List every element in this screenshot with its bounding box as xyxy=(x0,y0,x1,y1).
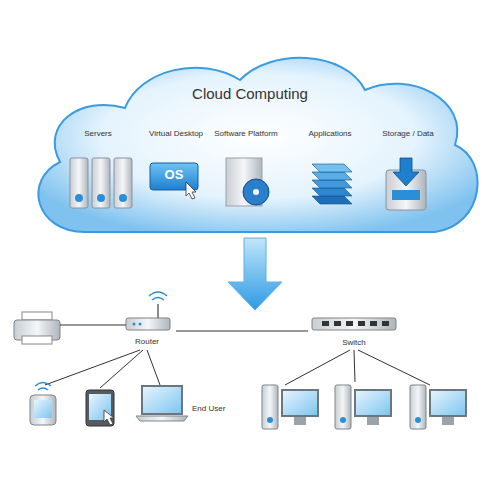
server-tower xyxy=(70,158,88,208)
switch-port xyxy=(382,321,389,326)
switch-port xyxy=(346,321,353,326)
pc-stand xyxy=(294,417,306,425)
server-tower xyxy=(114,158,132,208)
desktop-computer xyxy=(262,385,318,429)
pc-monitor xyxy=(355,390,391,416)
node-label: Switch xyxy=(308,339,400,348)
wire xyxy=(147,350,160,385)
network-wires xyxy=(45,325,430,388)
wire xyxy=(285,350,350,385)
server-tower xyxy=(92,158,110,208)
pc-tower xyxy=(335,385,351,429)
pc-light xyxy=(340,417,346,423)
down-arrow xyxy=(228,238,282,310)
wifi-waves xyxy=(149,292,167,300)
switch-node: Switch xyxy=(308,312,400,350)
pc-light xyxy=(267,417,273,423)
server-light xyxy=(119,194,127,202)
desktop-computer xyxy=(335,385,391,429)
wire xyxy=(354,350,355,382)
switch-port xyxy=(334,321,341,326)
router-icon xyxy=(126,292,170,330)
wire xyxy=(60,325,126,326)
pc-monitor xyxy=(430,390,466,416)
storage-slot xyxy=(392,190,420,200)
cloud-shape: Cloud ComputingServersVirtual DesktopOSS… xyxy=(15,40,485,240)
cd-hole xyxy=(253,189,259,195)
node-label: Router xyxy=(118,338,176,347)
phone-icon xyxy=(30,383,56,426)
cd-disc xyxy=(243,179,269,205)
os-text: OS xyxy=(150,168,198,182)
cloud-service: Software Platform xyxy=(210,130,282,212)
switch-port xyxy=(358,321,365,326)
switch-port xyxy=(370,321,377,326)
router-antenna xyxy=(157,304,159,318)
pc-monitor xyxy=(282,390,318,416)
applications-icon xyxy=(312,164,352,204)
tablet-body xyxy=(86,390,114,426)
laptop-icon xyxy=(136,386,188,421)
desktop-computer xyxy=(410,385,466,429)
cloud-service: Virtual DesktopOS xyxy=(140,130,212,212)
server-light xyxy=(97,194,105,202)
wire xyxy=(100,350,143,388)
node-label: Virtual Desktop xyxy=(140,130,212,139)
pc-light xyxy=(415,417,421,423)
os-screen xyxy=(150,163,198,190)
switch-icon xyxy=(312,318,396,330)
switch-body xyxy=(312,318,396,330)
laptop-screen xyxy=(142,386,182,414)
cloud-service: Servers xyxy=(62,130,134,212)
printer-paper xyxy=(22,312,52,320)
end-user-label: End User xyxy=(192,405,242,414)
router-body xyxy=(126,318,170,330)
node-label: Servers xyxy=(62,130,134,139)
hand-cursor xyxy=(104,410,114,425)
pc-stand xyxy=(442,417,454,425)
pc-tower xyxy=(410,385,426,429)
cloud-service: Storage / Data xyxy=(372,130,444,212)
switch-port xyxy=(322,321,329,326)
phone-screen xyxy=(34,400,52,418)
node-label: Storage / Data xyxy=(372,130,444,139)
cloud-outline xyxy=(38,58,477,232)
wire xyxy=(358,350,430,385)
cloud-service: Applications xyxy=(294,130,366,212)
pc-tower xyxy=(262,385,278,429)
server-light xyxy=(75,194,83,202)
cloud-title: Cloud Computing xyxy=(150,86,350,103)
pc-stand xyxy=(367,417,379,425)
phone-body xyxy=(30,395,56,425)
network-cable xyxy=(176,331,308,332)
wire xyxy=(45,350,140,385)
node-label: Software Platform xyxy=(210,130,282,139)
wifi-waves xyxy=(35,383,51,391)
tablet-icon xyxy=(86,390,114,426)
printer-icon xyxy=(14,312,60,344)
server-icon xyxy=(70,158,132,208)
router-light xyxy=(139,323,142,326)
router-node: Router xyxy=(118,312,176,350)
node-label: Applications xyxy=(294,130,366,139)
router-light xyxy=(133,323,136,326)
laptop-base xyxy=(136,416,188,421)
printer-tray xyxy=(22,336,52,344)
